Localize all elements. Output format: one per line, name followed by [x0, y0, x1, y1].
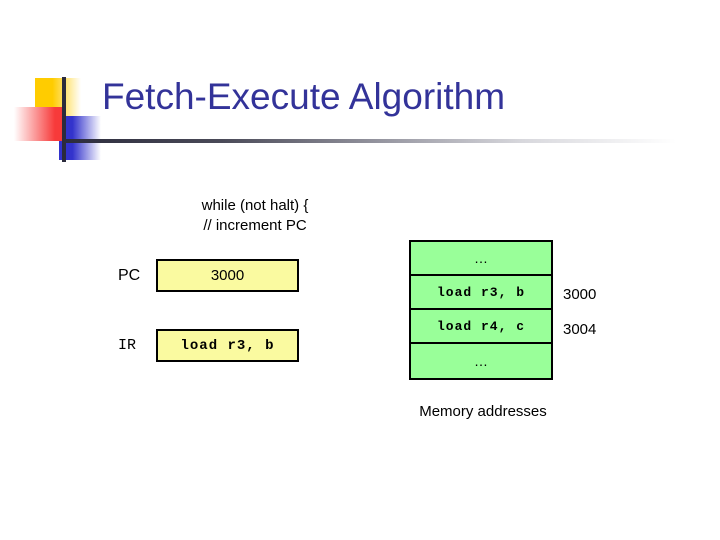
decoration-red-square: [14, 107, 64, 141]
register-label-pc: PC: [118, 266, 141, 284]
register-value-pc: 3000: [210, 267, 245, 284]
memory-row: …: [411, 344, 551, 378]
pseudocode-line-2: // increment PC: [203, 217, 307, 234]
memory-cell-content: …: [474, 250, 488, 266]
register-row-ir: IR load r3, b: [118, 329, 299, 362]
memory-address-label: 3000: [563, 286, 597, 303]
memory-address-label: 3004: [563, 321, 597, 338]
page-title: Fetch-Execute Algorithm: [102, 76, 506, 117]
decoration-vertical-rule: [62, 77, 66, 162]
memory-row: …: [411, 242, 551, 276]
register-label-ir: IR: [118, 337, 137, 354]
register-box-pc: 3000: [156, 259, 299, 292]
decoration-blue-square: [59, 116, 101, 160]
memory-caption: Memory addresses: [419, 403, 547, 420]
memory-table: … load r3, b load r4, c …: [409, 240, 553, 380]
memory-cell-content: load r3, b: [436, 284, 525, 300]
memory-cell-content: …: [474, 353, 488, 369]
memory-cell-content: load r4, c: [436, 318, 525, 334]
register-row-pc: PC 3000: [118, 259, 299, 292]
pseudocode-block: while (not halt) { // increment PC: [130, 196, 380, 236]
decoration-horizontal-rule: [62, 139, 702, 143]
memory-row: load r4, c: [411, 310, 551, 344]
pseudocode-line-1: while (not halt) {: [201, 197, 309, 214]
register-box-ir: load r3, b: [156, 329, 299, 362]
register-value-ir: load r3, b: [180, 337, 275, 354]
memory-row: load r3, b: [411, 276, 551, 310]
decoration-yellow-square: [35, 78, 81, 116]
